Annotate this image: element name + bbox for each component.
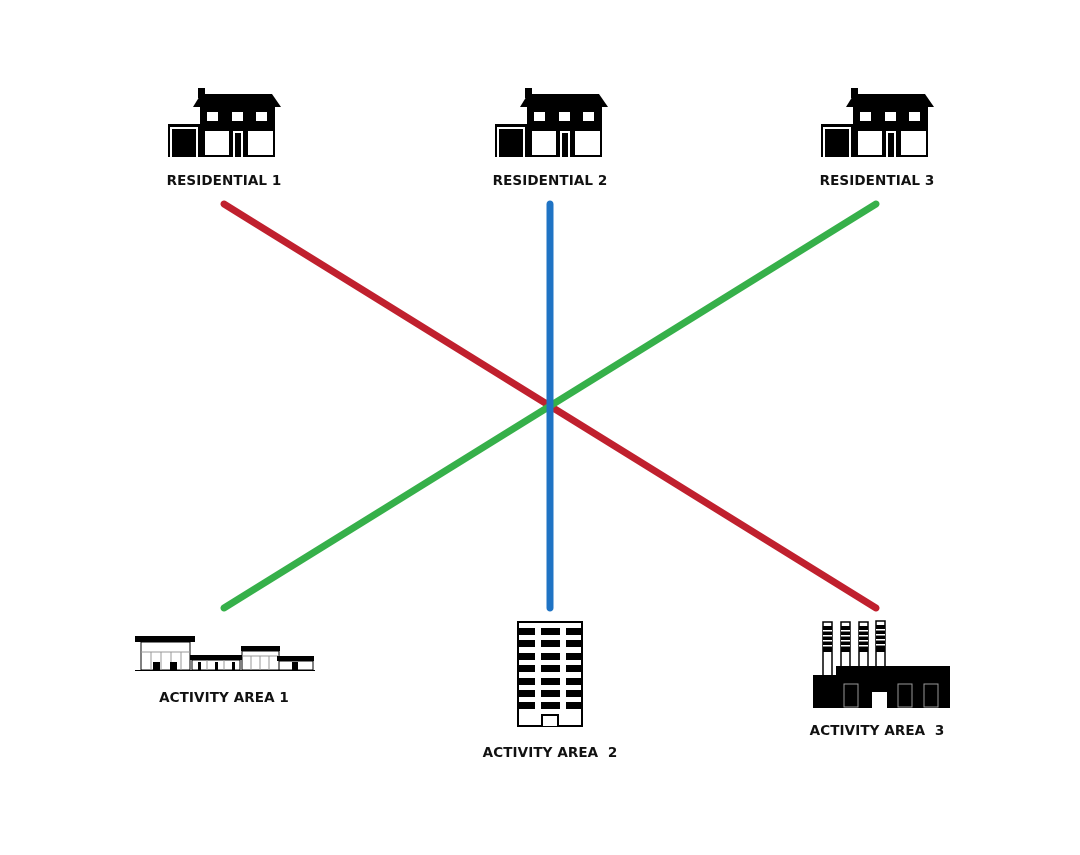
house-icon <box>495 88 608 157</box>
house-icon <box>168 88 281 157</box>
office-tower-icon <box>517 621 583 727</box>
house-icon <box>821 88 934 157</box>
label-residential-1: RESIDENTIAL 1 <box>166 173 282 189</box>
label-activity-area-1: ACTIVITY AREA 1 <box>159 690 289 706</box>
label-residential-2: RESIDENTIAL 2 <box>492 173 608 189</box>
factory-icon <box>813 620 950 708</box>
label-residential-3: RESIDENTIAL 3 <box>819 173 935 189</box>
label-activity-area-2: ACTIVITY AREA 2 <box>482 745 618 761</box>
label-activity-area-3: ACTIVITY AREA 3 <box>809 723 945 739</box>
warehouse-icon <box>135 636 315 671</box>
